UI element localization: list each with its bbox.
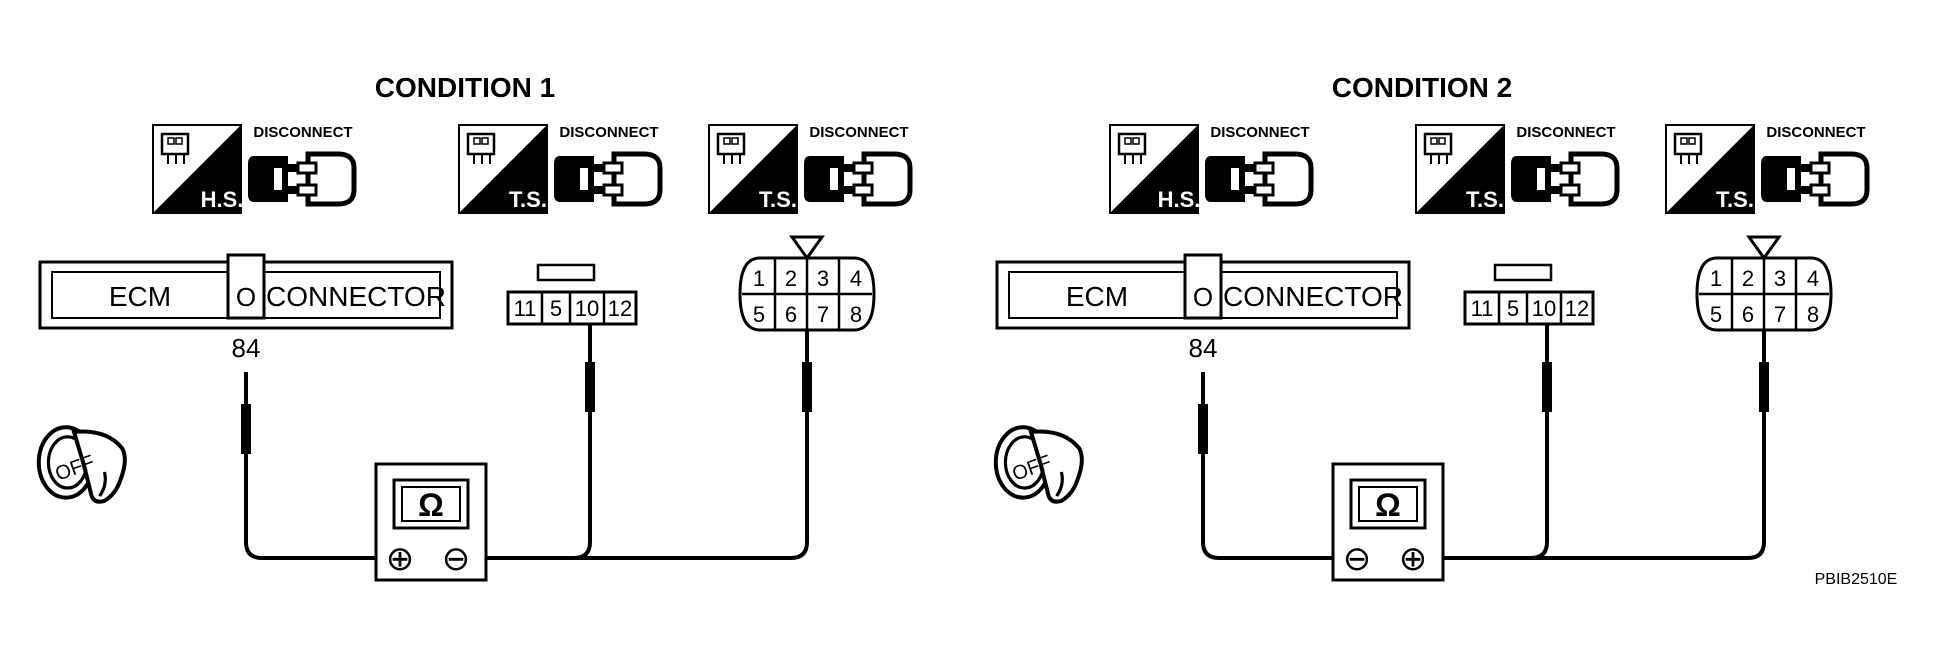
harness-badge: T.S. DISCONNECT: [708, 124, 910, 214]
disconnect-label: DISCONNECT: [1516, 124, 1615, 141]
connector-b-pin: 2: [1742, 266, 1754, 291]
disconnect-icon: [248, 154, 354, 204]
harness-badge: H.S. DISCONNECT: [1109, 124, 1311, 214]
connector-b-pin: 3: [1774, 266, 1786, 291]
disconnect-label: DISCONNECT: [253, 124, 352, 141]
connector-b-pin: 8: [850, 302, 862, 327]
probe-tip: [241, 404, 251, 454]
connector-a-pin: 10: [1532, 296, 1556, 321]
harness-badge: T.S. DISCONNECT: [1665, 124, 1867, 214]
probe-tip: [1759, 362, 1769, 412]
connector-label: CONNECTOR: [266, 281, 446, 312]
probe-tip: [1198, 404, 1208, 454]
connector-b: 1 52 63 74 8: [738, 235, 876, 332]
ecm-pin-marker: O: [1193, 282, 1213, 312]
disconnect-icon: [1761, 154, 1867, 204]
harness-badge: T.S. DISCONNECT: [458, 124, 660, 214]
ecm-pin-number: 84: [232, 333, 261, 363]
meter-right-terminal: ⊕: [1399, 540, 1428, 578]
connector-a-pin: 12: [608, 296, 632, 321]
meter-right-terminal: ⊖: [442, 540, 471, 578]
harness-type-label: T.S.: [759, 187, 797, 212]
condition-2-panel: CONDITION 2H.S.DISCONNECTT.S.DISCONNECTT…: [995, 72, 1867, 582]
disconnect-label: DISCONNECT: [1210, 124, 1309, 141]
connector-a-pin: 12: [1565, 296, 1589, 321]
connector-b-pin: 7: [817, 302, 829, 327]
disconnect-icon: [804, 154, 910, 204]
ohmmeter: Ω⊕ ⊖: [374, 462, 488, 582]
harness-type-label: H.S.: [1158, 187, 1201, 212]
ohm-unit-label: Ω: [418, 487, 444, 523]
connector-b-pin: 6: [1742, 302, 1754, 327]
harness-badge: T.S. DISCONNECT: [1415, 124, 1617, 214]
connector-b-pin: 1: [1710, 266, 1722, 291]
ohmmeter: Ω⊖ ⊕: [1331, 462, 1445, 582]
meter-left-terminal: ⊕: [386, 540, 415, 578]
connector-a-pin: 5: [1507, 296, 1519, 321]
ignition-key-off: OFF: [996, 427, 1082, 502]
condition-title: CONDITION 1: [375, 72, 555, 103]
harness-type-label: T.S.: [509, 187, 547, 212]
condition-1-panel: CONDITION 1H.S.DISCONNECTT.S.DISCONNECTT…: [38, 72, 910, 582]
harness-type-label: H.S.: [201, 187, 244, 212]
connector-b-pin: 5: [1710, 302, 1722, 327]
connector-b-pin: 5: [753, 302, 765, 327]
disconnect-label: DISCONNECT: [1766, 124, 1865, 141]
harness-badge: H.S. DISCONNECT: [152, 124, 354, 214]
ecm-pin-number: 84: [1189, 333, 1218, 363]
ecm-label: ECM: [109, 281, 171, 312]
disconnect-label: DISCONNECT: [809, 124, 908, 141]
ignition-key-off: OFF: [39, 427, 125, 502]
connector-a-pin: 11: [514, 296, 537, 321]
disconnect-icon: [1511, 154, 1617, 204]
connector-b-pin: 6: [785, 302, 797, 327]
condition-title: CONDITION 2: [1332, 72, 1512, 103]
connector-b-pin: 4: [1807, 266, 1819, 291]
connector-a-pin: 5: [550, 296, 562, 321]
connector-a: 11 5 10 12: [506, 263, 638, 326]
probe-tip: [585, 362, 595, 412]
connector-b-pin: 2: [785, 266, 797, 291]
ecm-pin-marker: O: [236, 282, 256, 312]
probe-tip: [802, 362, 812, 412]
connector-a: 11 5 10 12: [1463, 263, 1595, 326]
connector-b-pin: 3: [817, 266, 829, 291]
test-leads: [1198, 324, 1769, 560]
disconnect-icon: [1205, 154, 1311, 204]
ecm-label: ECM: [1066, 281, 1128, 312]
test-leads: [241, 324, 812, 560]
probe-tip: [1542, 362, 1552, 412]
figure-code: PBIB2510E: [1815, 571, 1898, 588]
connector-b-pin: 8: [1807, 302, 1819, 327]
connector-b: 1 52 63 74 8: [1695, 235, 1833, 332]
ohm-unit-label: Ω: [1375, 487, 1401, 523]
connector-a-pin: 11: [1471, 296, 1494, 321]
connector-b-pin: 7: [1774, 302, 1786, 327]
connector-label: CONNECTOR: [1223, 281, 1403, 312]
connector-b-pin: 1: [753, 266, 765, 291]
harness-type-label: T.S.: [1716, 187, 1754, 212]
harness-type-label: T.S.: [1466, 187, 1504, 212]
connector-b-pin: 4: [850, 266, 862, 291]
meter-left-terminal: ⊖: [1343, 540, 1372, 578]
connector-a-pin: 10: [575, 296, 599, 321]
disconnect-label: DISCONNECT: [559, 124, 658, 141]
disconnect-icon: [554, 154, 660, 204]
